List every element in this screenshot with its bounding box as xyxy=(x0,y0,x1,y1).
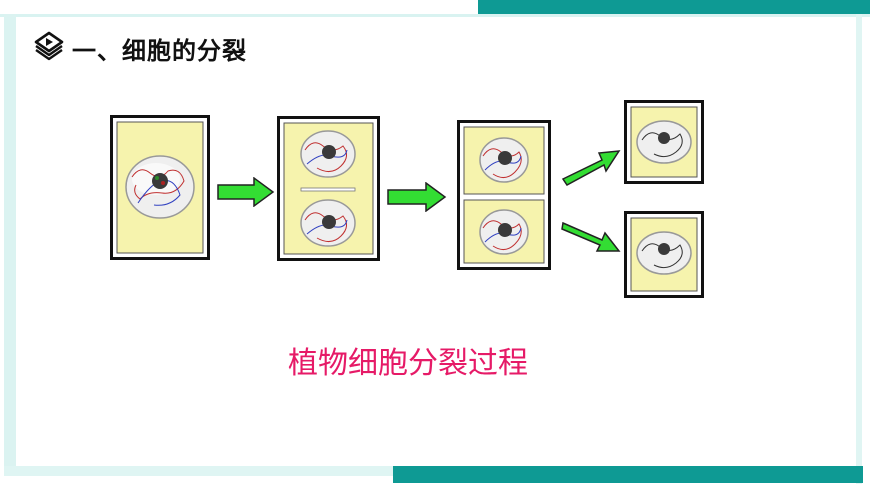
cell-stage-3 xyxy=(457,120,551,270)
arrow-down-right xyxy=(560,214,622,260)
slide-heading: 一、细胞的分裂 xyxy=(32,30,247,66)
frame-top-line xyxy=(0,14,870,17)
daughter-cell-bottom xyxy=(624,211,704,298)
cell-stage-1 xyxy=(110,115,210,260)
arrow-right-2 xyxy=(386,181,448,216)
frame-left-line xyxy=(4,14,16,470)
frame-bottom-line xyxy=(4,466,424,476)
arrow-up-right xyxy=(560,146,622,192)
bottom-accent-bar xyxy=(393,466,863,483)
frame-right-line xyxy=(856,14,862,484)
caption: 植物细胞分裂过程 xyxy=(288,346,528,381)
arrow-right-1 xyxy=(216,176,276,211)
layered-diamond-icon xyxy=(32,29,66,67)
top-accent-bar xyxy=(478,0,870,14)
cell-stage-2 xyxy=(277,116,380,261)
heading-title: 一、细胞的分裂 xyxy=(72,36,247,65)
daughter-cell-top xyxy=(624,100,704,184)
